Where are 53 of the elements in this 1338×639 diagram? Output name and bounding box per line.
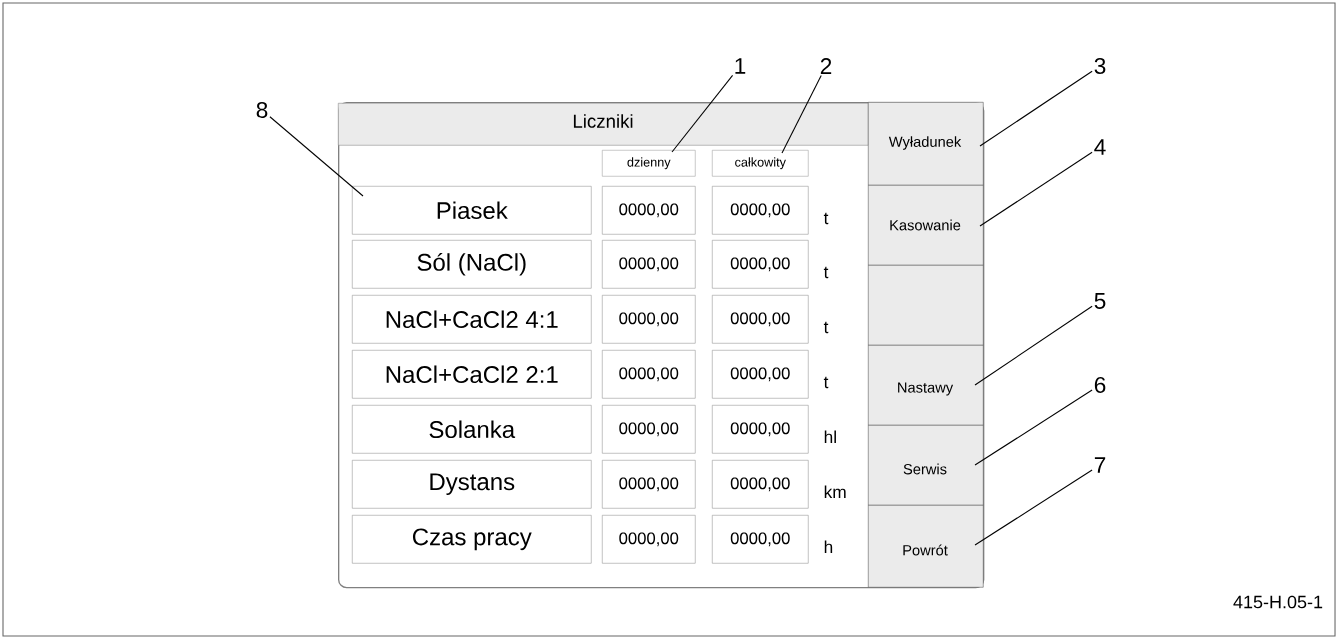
value-field: 0000,00 (602, 240, 696, 289)
unit-label: h (824, 540, 833, 553)
column-header: dzienny (602, 150, 696, 177)
value-field: 0000,00 (602, 350, 696, 399)
callout-number: 2 (820, 58, 832, 74)
value-field: 0000,00 (712, 515, 809, 564)
blank-button (868, 265, 984, 346)
button: Wyładunek (868, 102, 984, 186)
value-field: 0000,00 (712, 460, 809, 509)
counter-name-field: Czas pracy (352, 515, 592, 564)
value-field: 0000,00 (712, 240, 809, 289)
callout-number: 3 (1094, 57, 1106, 75)
figure-code: 415-H.05-1 (1233, 595, 1323, 609)
counter-name-field: NaCl+CaCl2 4:1 (352, 295, 592, 344)
leader-line (974, 469, 1093, 546)
unit-label: t (823, 321, 829, 334)
value-field: 0000,00 (602, 515, 696, 564)
unit-label: t (823, 212, 829, 225)
counter-name-field: Solanka (352, 405, 592, 454)
counter-name-field: Sól (NaCl) (352, 240, 592, 289)
unit-label: t (823, 266, 829, 279)
leader-line (974, 389, 1093, 466)
leader-line (979, 70, 1093, 147)
leader-line (974, 305, 1093, 386)
button: Kasowanie (868, 185, 984, 266)
unit-label: t (823, 376, 829, 389)
value-field: 0000,00 (712, 350, 809, 399)
counter-name-field: Dystans (352, 460, 592, 509)
button: Powrót (868, 505, 984, 588)
value-field: 0000,00 (712, 405, 809, 454)
column-header: całkowity (712, 150, 809, 177)
button: Serwis (868, 425, 984, 506)
leader-line (671, 74, 734, 153)
callout-number: 8 (256, 101, 268, 119)
counter-name-field: Piasek (352, 186, 592, 235)
counter-name-field: NaCl+CaCl2 2:1 (352, 350, 592, 399)
value-field: 0000,00 (602, 295, 696, 344)
value-field: 0000,00 (602, 186, 696, 235)
value-field: 0000,00 (712, 295, 809, 344)
callout-number: 1 (735, 58, 746, 74)
callout-number: 5 (1094, 293, 1106, 309)
leader-line (979, 151, 1093, 227)
value-field: 0000,00 (712, 186, 809, 235)
callout-number: 4 (1094, 139, 1106, 155)
leader-line (269, 116, 364, 197)
value-field: 0000,00 (602, 460, 696, 509)
leader-line (781, 75, 822, 154)
unit-label: km (824, 485, 846, 498)
unit-label: hl (824, 430, 836, 443)
callout-number: 7 (1094, 457, 1106, 473)
button: Nastawy (868, 345, 984, 426)
value-field: 0000,00 (602, 405, 696, 454)
callout-number: 6 (1094, 377, 1106, 394)
